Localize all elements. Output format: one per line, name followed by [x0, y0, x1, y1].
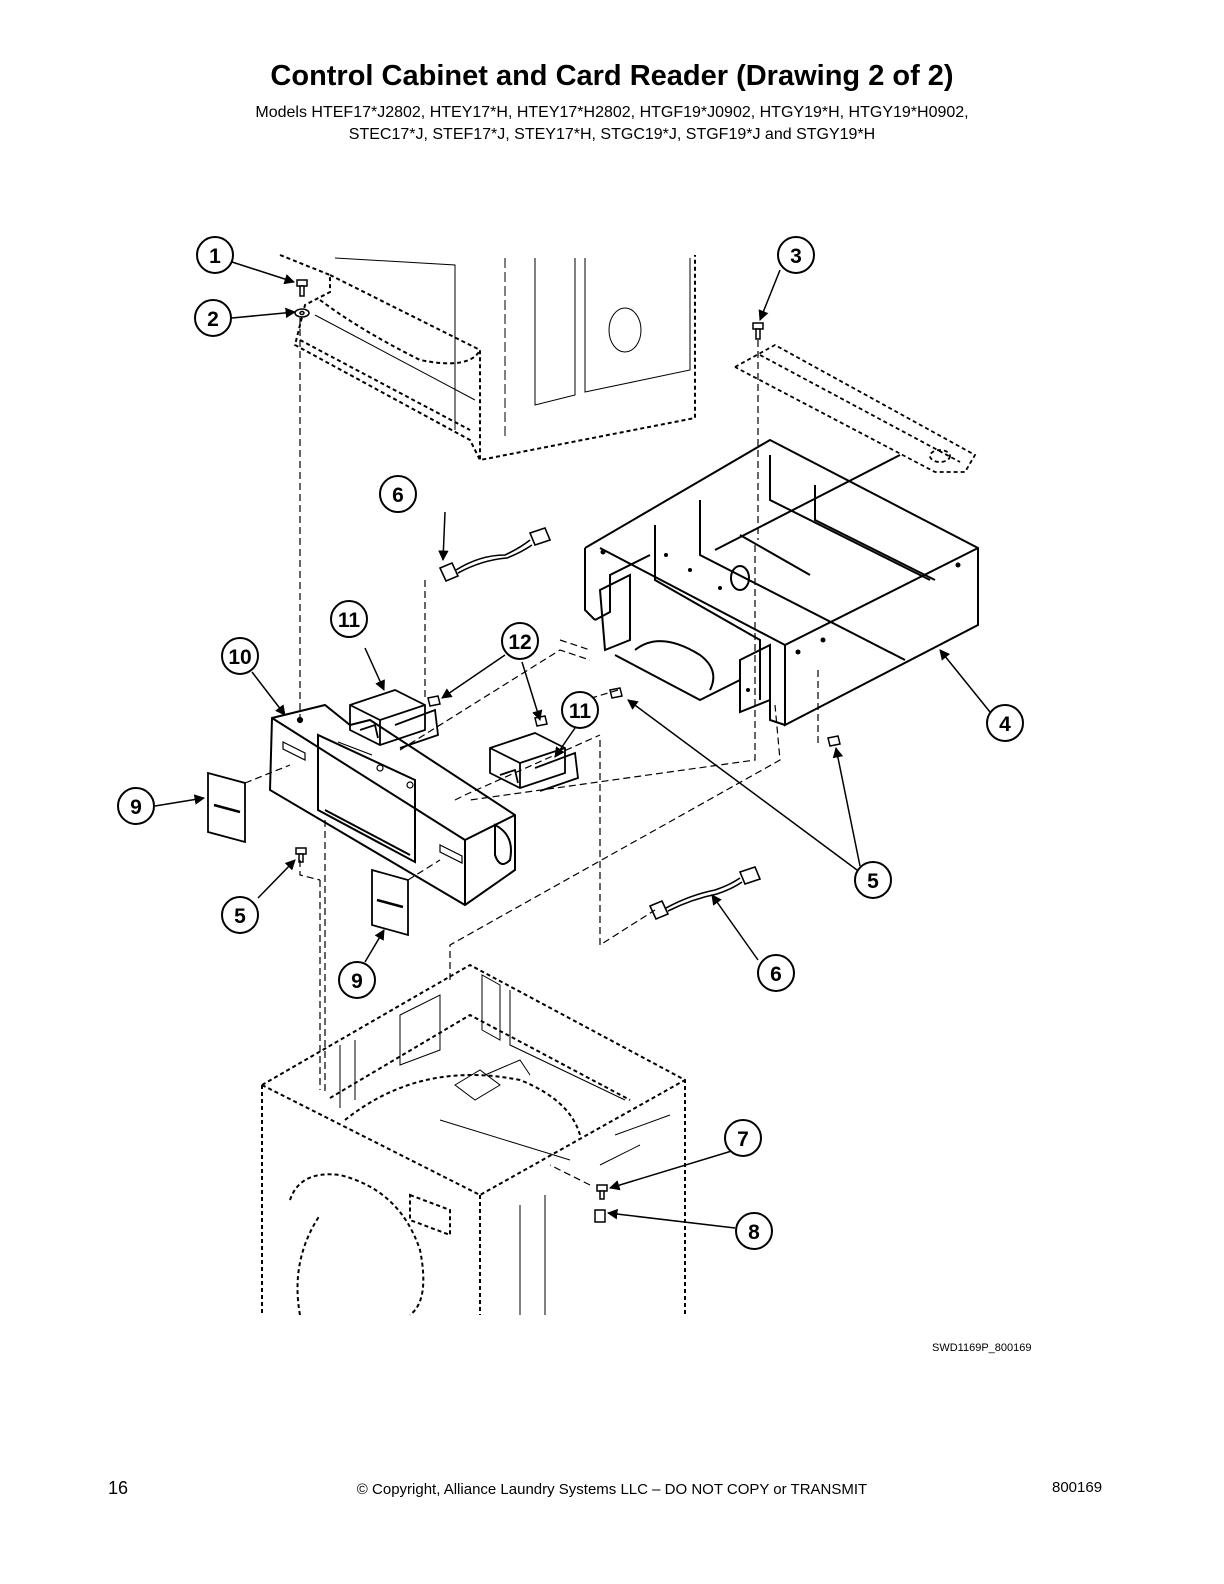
alignment-lines: [244, 318, 819, 1186]
callout-12: 12: [501, 622, 539, 660]
callout-11-lower: 11: [561, 691, 599, 729]
callout-1: 1: [196, 236, 234, 274]
callout-label: 6: [770, 963, 782, 986]
document-number: 800169: [1052, 1479, 1103, 1496]
callout-label: 5: [234, 905, 246, 928]
upper-dryer-outline: [279, 254, 696, 462]
page-title: Control Cabinet and Card Reader (Drawing…: [270, 60, 954, 92]
copyright-notice: © Copyright, Alliance Laundry Systems LL…: [356, 1481, 868, 1498]
callout-2: 2: [194, 299, 232, 337]
wire-harness-lower: [648, 866, 762, 921]
callout-label: 8: [748, 1221, 760, 1244]
callout-label: 10: [228, 646, 251, 669]
callout-label: 11: [569, 700, 592, 723]
top-bracket: [734, 343, 977, 473]
callout-4: 4: [986, 704, 1024, 742]
lower-washer-outline: [261, 963, 686, 1316]
callout-10: 10: [221, 637, 259, 675]
callout-label: 9: [130, 796, 142, 819]
models-line-2: STEC17*J, STEF17*J, STEY17*H, STGC19*J, …: [348, 126, 876, 143]
callout-9-left: 9: [117, 787, 155, 825]
callout-label: 7: [737, 1128, 749, 1151]
callout-label: 11: [338, 609, 361, 632]
card-reader-module-lower: [489, 732, 579, 792]
card-label-left: [207, 771, 246, 844]
callout-7: 7: [724, 1119, 762, 1157]
callout-label: 3: [790, 245, 802, 268]
leader-arrows: [154, 261, 991, 1229]
card-reader-panel-slots: [282, 716, 463, 864]
page-number: 16: [108, 1478, 129, 1498]
callout-9-center: 9: [338, 961, 376, 999]
callout-8: 8: [735, 1212, 773, 1250]
callout-label: 12: [508, 631, 531, 654]
wire-harness-upper: [438, 527, 552, 583]
lower-washer-panels: [339, 974, 671, 1315]
callout-label: 6: [392, 484, 404, 507]
callout-label: 2: [207, 308, 219, 331]
callout-5-right: 5: [854, 861, 892, 899]
drawing-code: SWD1169P_800169: [932, 1342, 1032, 1354]
callout-5-left: 5: [221, 896, 259, 934]
callout-3: 3: [777, 236, 815, 274]
models-line-1: Models HTEF17*J2802, HTEY17*H, HTEY17*H2…: [255, 104, 969, 121]
callout-label: 1: [209, 245, 221, 268]
callout-label: 5: [867, 870, 879, 893]
callout-label: 9: [351, 970, 363, 993]
card-reader-panel: [268, 703, 516, 907]
callout-6-upper: 6: [379, 475, 417, 513]
callout-11-upper: 11: [330, 600, 368, 638]
callout-label: 4: [999, 713, 1011, 736]
card-label-center: [371, 868, 409, 937]
screws: [294, 279, 841, 1223]
callout-6-lower: 6: [757, 954, 795, 992]
control-cabinet-holes: [600, 549, 961, 692]
control-cabinet-frame: [584, 438, 979, 727]
card-reader-module-upper: [349, 689, 439, 749]
upper-dryer-panels: [314, 257, 691, 440]
